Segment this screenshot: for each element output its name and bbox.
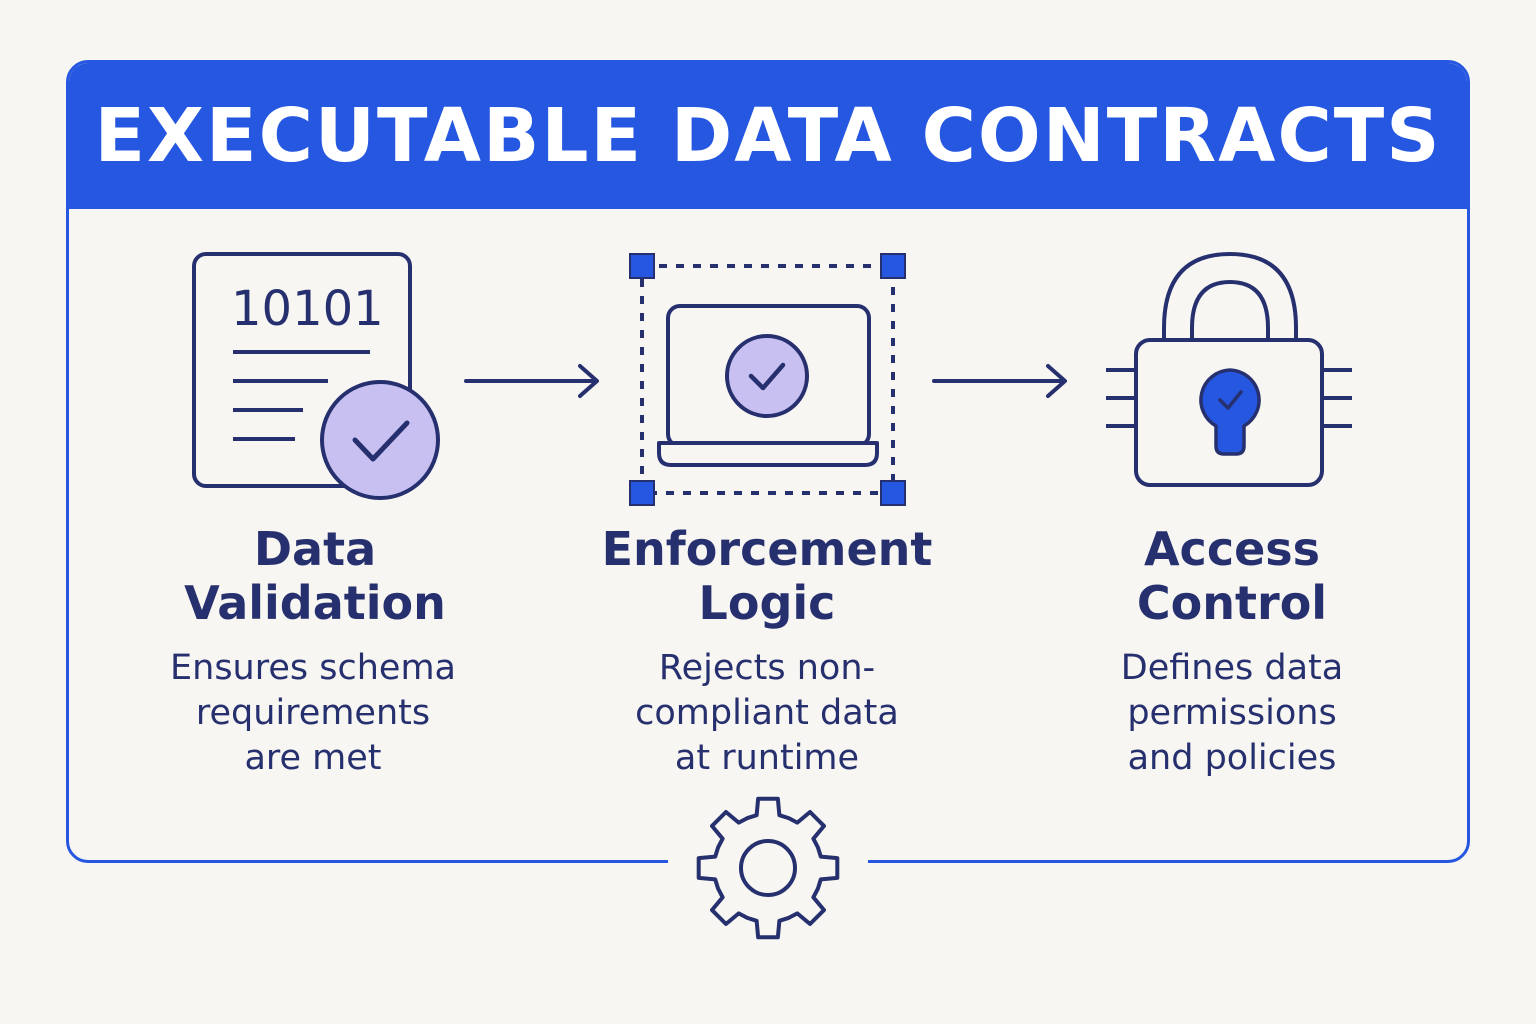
- step-desc-line: at runtime: [674, 738, 860, 778]
- step-desc-data-validation: Ensures schema requirements are met: [103, 646, 523, 781]
- step-title-enforcement-logic: Enforcement Logic: [557, 522, 977, 630]
- selection-box: [640, 264, 895, 495]
- step-desc-line: requirements: [195, 693, 431, 733]
- checkmark-icon: [352, 420, 410, 462]
- diagram-frame: EXECUTABLE DATA CONTRACTS: [66, 60, 1470, 863]
- binary-code-text: 10101: [231, 281, 384, 337]
- arrow-right-icon: [932, 364, 1067, 398]
- document-check-icon: 10101: [192, 252, 440, 500]
- checkmark-icon: [748, 362, 786, 391]
- arrow-right-icon: [464, 364, 599, 398]
- step-desc-enforcement-logic: Rejects non- compliant data at runtime: [557, 646, 977, 781]
- step-desc-line: compliant data: [635, 693, 899, 733]
- step-desc-line: and policies: [1127, 738, 1337, 778]
- step-title-data-validation: Data Validation: [105, 522, 525, 630]
- step-desc-line: Rejects non-: [658, 648, 876, 688]
- step-desc-line: Ensures schema: [170, 648, 456, 688]
- step-title-line: Validation: [184, 576, 446, 630]
- step-title-line: Access: [1143, 522, 1321, 576]
- corner-handle: [629, 253, 655, 279]
- laptop-check-icon: [629, 253, 906, 506]
- step-desc-line: permissions: [1127, 693, 1337, 733]
- keyhole-shape: [1199, 368, 1261, 456]
- step-title-line: Control: [1136, 576, 1328, 630]
- step-title-access-control: Access Control: [1022, 522, 1442, 630]
- step-title-line: Enforcement: [601, 522, 933, 576]
- corner-handle: [880, 480, 906, 506]
- step-title-line: Logic: [698, 576, 836, 630]
- gear-icon: [696, 796, 840, 940]
- header-bar: EXECUTABLE DATA CONTRACTS: [69, 63, 1467, 209]
- page-title: EXECUTABLE DATA CONTRACTS: [94, 93, 1442, 179]
- corner-handle: [880, 253, 906, 279]
- step-desc-line: Defines data: [1120, 648, 1344, 688]
- step-desc-line: are met: [244, 738, 382, 778]
- padlock-keyhole-icon: [1106, 251, 1352, 487]
- corner-handle: [629, 480, 655, 506]
- step-title-line: Data: [253, 522, 377, 576]
- check-badge: [320, 380, 440, 500]
- step-desc-access-control: Defines data permissions and policies: [1022, 646, 1442, 781]
- checkmark-icon: [1218, 390, 1243, 410]
